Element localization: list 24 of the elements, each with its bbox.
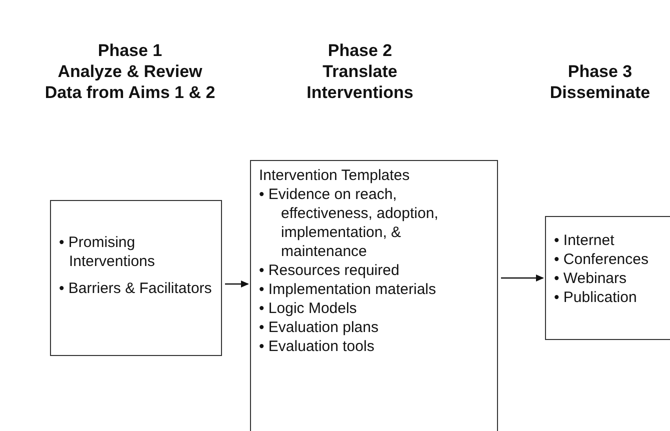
bullet-item: • Implementation materials xyxy=(259,280,437,299)
phase-heading: Phase 1 xyxy=(96,40,164,61)
bullet-item: • Promising Interventions xyxy=(59,233,156,271)
bullet-item: • Logic Models xyxy=(259,299,358,318)
bullet-item: • Publication xyxy=(554,288,638,307)
process-box xyxy=(250,160,498,431)
bullet-item: • Resources required xyxy=(259,261,400,280)
phase-heading: Analyze & Review Data from Aims 1 & 2 xyxy=(44,61,216,103)
process-box xyxy=(50,200,222,356)
bullet-item: • Evidence on reach, effectiveness, adoption, implementation, & maintenance xyxy=(259,185,440,261)
bullet-item: • Internet xyxy=(554,231,616,250)
phase-heading: Phase 3 xyxy=(566,61,634,82)
bullet-item: • Conferences xyxy=(554,250,650,269)
phase-heading: Translate Interventions xyxy=(306,61,414,103)
phase-heading: Phase 2 xyxy=(326,40,394,61)
bullet-item: • Barriers & Facilitators xyxy=(59,279,213,298)
box-heading: Intervention Templates xyxy=(259,166,411,185)
phase-heading: Disseminate xyxy=(548,82,652,103)
bullet-item: • Evaluation plans xyxy=(259,318,380,337)
process-box xyxy=(545,216,670,340)
bullet-item: • Webinars xyxy=(554,269,628,288)
arrow xyxy=(225,280,249,288)
arrow xyxy=(501,274,544,282)
bullet-item: • Evaluation tools xyxy=(259,337,376,356)
